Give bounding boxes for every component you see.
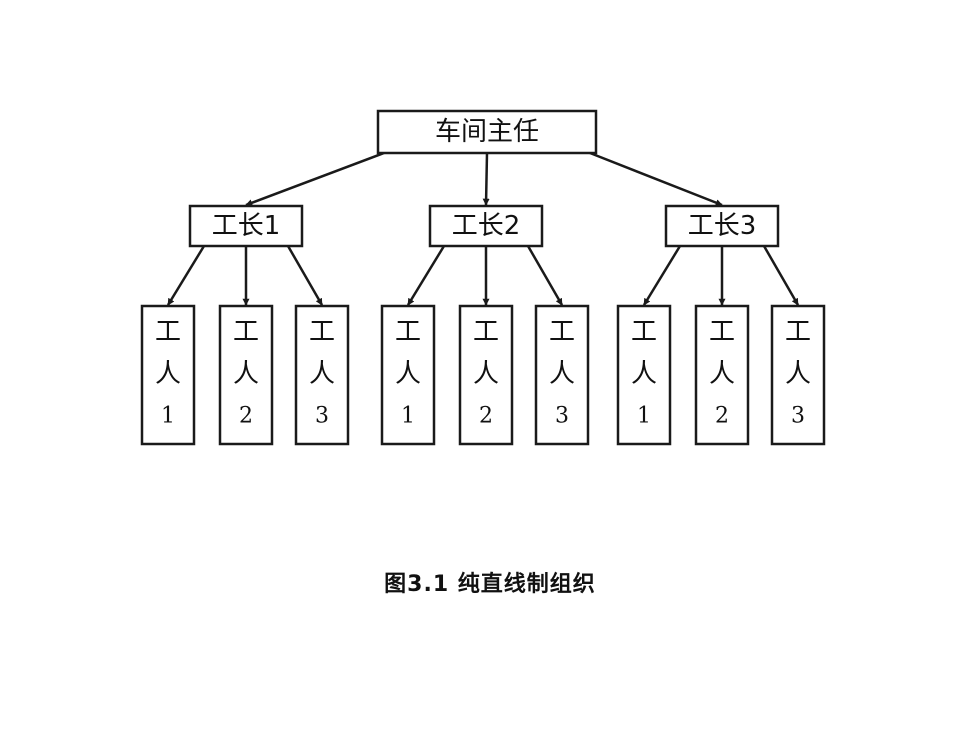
node-box bbox=[616, 304, 672, 446]
worker-label-char-2: 人 bbox=[709, 359, 735, 389]
node-worker-1-3: 工人 3 bbox=[294, 304, 350, 446]
worker-label-char-2: 人 bbox=[785, 359, 811, 389]
worker-label-char-1: 工 bbox=[233, 317, 259, 347]
node-box bbox=[140, 304, 196, 446]
worker-label-char-2: 人 bbox=[631, 359, 657, 389]
node-box bbox=[458, 304, 514, 446]
node-box bbox=[694, 304, 750, 446]
node-worker-2-1: 工人 1 bbox=[380, 304, 436, 446]
node-box bbox=[376, 109, 598, 155]
worker-label-number: 1 bbox=[401, 404, 415, 429]
edge-foreman-2-to-worker-3 bbox=[526, 245, 564, 306]
node-box bbox=[534, 304, 590, 446]
worker-label-char-1: 工 bbox=[395, 317, 421, 347]
node-foreman-2: 工长2 bbox=[428, 204, 544, 248]
worker-label-number: 3 bbox=[555, 404, 569, 429]
node-worker-1-1: 工人 1 bbox=[140, 304, 196, 446]
worker-label-number: 2 bbox=[239, 404, 253, 429]
node-box bbox=[428, 204, 544, 248]
node-foreman-1: 工长1 bbox=[188, 204, 304, 248]
connector-lines bbox=[166, 151, 800, 306]
node-box bbox=[218, 304, 274, 446]
worker-label-char-1: 工 bbox=[155, 317, 181, 347]
node-box bbox=[188, 204, 304, 248]
node-workshop-director: 车间主任 bbox=[376, 109, 598, 155]
edge-foreman-3-to-worker-1 bbox=[642, 245, 682, 306]
worker-label-number: 3 bbox=[791, 404, 805, 429]
figure-caption: 图3.1 纯直线制组织 bbox=[384, 572, 596, 597]
worker-label-char-2: 人 bbox=[549, 359, 575, 389]
node-worker-3-3: 工人 3 bbox=[770, 304, 826, 446]
node-box bbox=[380, 304, 436, 446]
node-worker-1-2: 工人 2 bbox=[218, 304, 274, 446]
edge-foreman-2-to-worker-1 bbox=[406, 245, 446, 306]
node-box bbox=[664, 204, 780, 248]
node-worker-3-2: 工人 2 bbox=[694, 304, 750, 446]
node-label: 工长2 bbox=[452, 211, 521, 241]
node-box bbox=[294, 304, 350, 446]
edge-foreman-1-to-worker-1 bbox=[166, 245, 206, 306]
worker-label-char-1: 工 bbox=[473, 317, 499, 347]
worker-label-char-2: 人 bbox=[155, 359, 181, 389]
worker-label-char-2: 人 bbox=[473, 359, 499, 389]
edge-foreman-1-to-worker-3 bbox=[286, 245, 324, 306]
node-label: 车间主任 bbox=[435, 117, 539, 147]
worker-label-char-1: 工 bbox=[549, 317, 575, 347]
node-label: 工长3 bbox=[688, 211, 757, 241]
worker-label-char-2: 人 bbox=[233, 359, 259, 389]
edge-director-to-foreman-3 bbox=[589, 151, 723, 207]
worker-label-number: 1 bbox=[161, 404, 175, 429]
worker-label-number: 2 bbox=[479, 404, 493, 429]
worker-label-number: 3 bbox=[315, 404, 329, 429]
edge-foreman-3-to-worker-3 bbox=[762, 245, 800, 306]
worker-label-char-2: 人 bbox=[395, 359, 421, 389]
node-worker-2-2: 工人 2 bbox=[458, 304, 514, 446]
worker-label-char-1: 工 bbox=[309, 317, 335, 347]
edge-director-to-foreman-1 bbox=[245, 151, 385, 207]
edge-director-to-foreman-2 bbox=[482, 152, 490, 206]
node-foreman-3: 工长3 bbox=[664, 204, 780, 248]
worker-label-char-1: 工 bbox=[785, 317, 811, 347]
worker-label-number: 1 bbox=[637, 404, 651, 429]
node-worker-3-1: 工人 1 bbox=[616, 304, 672, 446]
worker-label-char-2: 人 bbox=[309, 359, 335, 389]
worker-label-number: 2 bbox=[715, 404, 729, 429]
node-box bbox=[770, 304, 826, 446]
node-worker-2-3: 工人 3 bbox=[534, 304, 590, 446]
worker-label-char-1: 工 bbox=[631, 317, 657, 347]
node-label: 工长1 bbox=[212, 211, 281, 241]
worker-label-char-1: 工 bbox=[709, 317, 735, 347]
